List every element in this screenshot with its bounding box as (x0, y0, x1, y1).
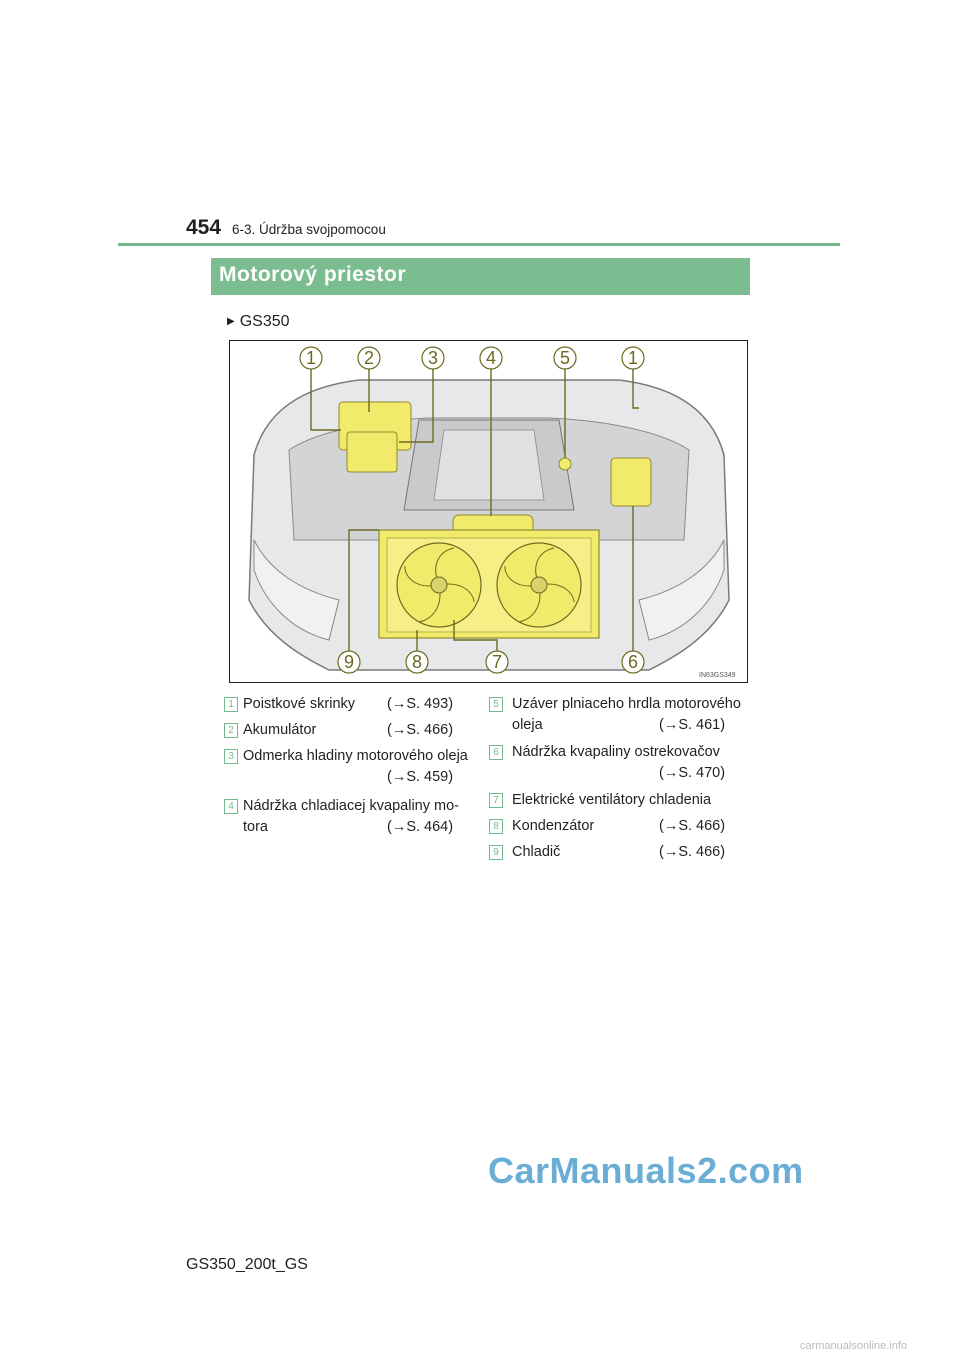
legend-number: 2 (224, 723, 238, 738)
page-reference-link[interactable]: (→S. 466) (387, 722, 454, 738)
diagram-code: IN63GS349 (699, 672, 736, 679)
svg-text:6: 6 (628, 652, 638, 672)
triangle-bullet-icon: ▶ (227, 316, 235, 327)
legend-number: 4 (224, 799, 238, 814)
engine-compartment-diagram: 1 2 3 4 5 1 9 8 7 6 IN63GS349 (229, 340, 748, 683)
page-reference-link[interactable]: (→S. 464) (387, 819, 454, 835)
page-number: 454 (186, 216, 222, 239)
legend-number: 6 (489, 745, 503, 760)
svg-text:9: 9 (344, 652, 354, 672)
callout-5: 5 (553, 346, 577, 370)
legend-label: Nádržka chladiacej kvapaliny mo- (243, 798, 459, 814)
svg-text:3: 3 (428, 348, 438, 368)
callout-2: 2 (357, 346, 381, 370)
legend-label: Kondenzátor (512, 818, 595, 834)
legend-label: Uzáver plniaceho hrdla motorového (512, 696, 741, 712)
legend-label-continued: oleja (512, 717, 543, 733)
watermark-logo: CarManuals2.com (488, 1150, 804, 1191)
callout-1-top-right: 1 (621, 346, 645, 370)
legend-number: 1 (224, 697, 238, 712)
svg-text:4: 4 (486, 348, 496, 368)
legend-item-coolant-reservoir: 4 Nádržka chladiacej kvapaliny mo- tora … (224, 796, 469, 838)
page-reference-link[interactable]: (→S. 493) (387, 696, 454, 712)
page-reference-link[interactable]: (→S. 466) (659, 844, 726, 860)
callout-7: 7 (485, 650, 509, 674)
legend-item-oil-filler-cap: 5 Uzáver plniaceho hrdla motorového olej… (489, 694, 749, 736)
svg-text:1: 1 (306, 348, 316, 368)
legend-number: 8 (489, 819, 503, 834)
section-banner: Motorový priestor (211, 258, 750, 295)
legend-item-fuse-boxes: 1 Poistkové skrinky (→S. 493) (224, 694, 469, 715)
legend-label: Elektrické ventilátory chladenia (512, 792, 712, 808)
legend-item-battery: 2 Akumulátor (→S. 466) (224, 720, 469, 741)
page-reference-link[interactable]: (→S. 459) (387, 769, 454, 785)
legend-label: Odmerka hladiny motorového oleja (243, 748, 468, 764)
model-label: ▶ GS350 (227, 313, 290, 331)
page-reference-link[interactable]: (→S. 466) (659, 818, 726, 834)
site-watermark: carmanualsonline.info (800, 1340, 908, 1352)
svg-text:2: 2 (364, 348, 374, 368)
legend-item-cooling-fans: 7 Elektrické ventilátory chladenia (489, 790, 749, 811)
legend-number: 9 (489, 845, 503, 860)
callout-8: 8 (405, 650, 429, 674)
footer-model-code: GS350_200t_GS (186, 1256, 308, 1273)
svg-text:1: 1 (628, 348, 638, 368)
section-title: 6-3. Údržba svojpomocou (232, 222, 386, 237)
legend-label-continued: tora (243, 819, 268, 835)
legend-number: 5 (489, 697, 503, 712)
section-banner-title: Motorový priestor (219, 263, 407, 286)
page-reference-link[interactable]: (→S. 461) (659, 717, 726, 733)
legend-item-condenser: 8 Kondenzátor (→S. 466) (489, 816, 749, 837)
svg-text:8: 8 (412, 652, 422, 672)
legend-number: 7 (489, 793, 503, 808)
legend-label: Akumulátor (243, 722, 317, 738)
legend-label: Poistkové skrinky (243, 696, 356, 712)
svg-text:5: 5 (560, 348, 570, 368)
svg-text:7: 7 (492, 652, 502, 672)
legend-item-oil-dipstick: 3 Odmerka hladiny motorového oleja (→S. … (224, 746, 474, 788)
legend-item-radiator: 9 Chladič (→S. 466) (489, 842, 749, 863)
page-reference-link[interactable]: (→S. 470) (659, 765, 726, 781)
legend-label: Nádržka kvapaliny ostrekovačov (512, 744, 720, 760)
legend-number: 3 (224, 749, 238, 764)
callout-3: 3 (421, 346, 445, 370)
model-label-text: GS350 (239, 313, 290, 330)
legend-label: Chladič (512, 844, 561, 860)
callout-1-top-left: 1 (299, 346, 323, 370)
header-rule (118, 243, 840, 246)
callout-4: 4 (479, 346, 503, 370)
callout-9: 9 (337, 650, 361, 674)
legend-item-washer-tank: 6 Nádržka kvapaliny ostrekovačov (→S. 47… (489, 742, 749, 784)
callout-6: 6 (621, 650, 645, 674)
